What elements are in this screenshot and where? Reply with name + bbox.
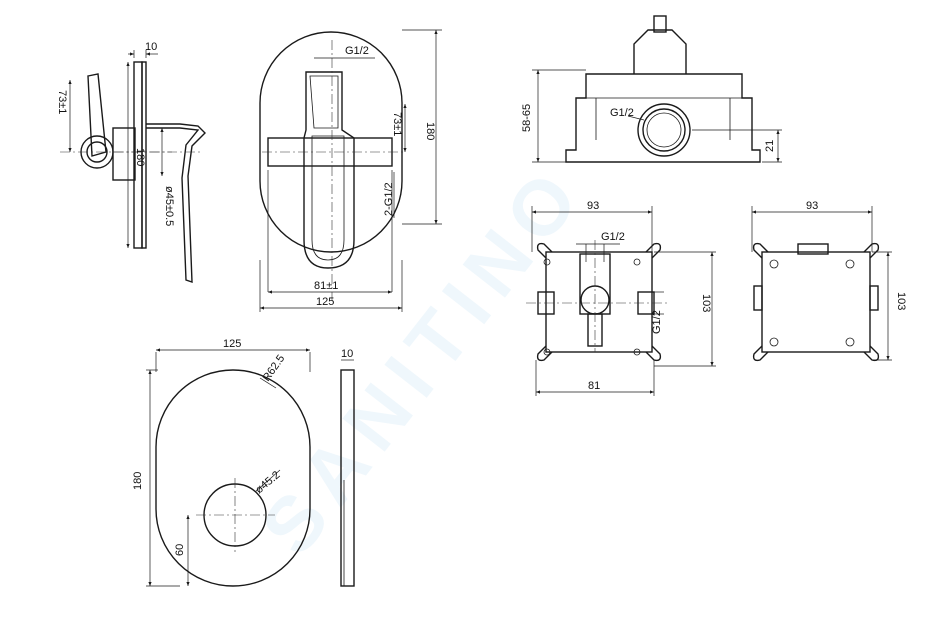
front-offset-label: 73±1 (391, 112, 403, 136)
side-height-label: 180 (134, 148, 146, 166)
box-back-view: 93 103 (751, 200, 907, 362)
front-width-label: 125 (316, 296, 334, 308)
front-spacing-label: 81±1 (314, 280, 338, 292)
plate-hole-offset-label: 60 (174, 544, 186, 556)
box-front-inner-label: 81 (588, 380, 600, 392)
box-depth-label: 58-65 (521, 104, 533, 132)
side-offset-label: 73±1 (56, 90, 68, 114)
box-back-width-label: 93 (806, 200, 818, 212)
box-front-height-label: 103 (700, 294, 712, 312)
box-back-height-label: 103 (895, 292, 907, 310)
box-front-thread-side-label: G1/2 (651, 310, 663, 334)
front-thread-label: G1/2 (345, 45, 369, 57)
front-height-label: 180 (424, 122, 436, 140)
plate-thickness-label: 10 (341, 348, 353, 360)
side-diameter-label: ø45±0.5 (163, 186, 175, 226)
box-side-view: 58-65 G1/2 21 (521, 15, 782, 163)
box-front-width-label: 93 (587, 200, 599, 212)
side-view: 10 73±1 180 ø45±0.5 (56, 41, 206, 283)
box-front-view: 93 G1/2 103 G1/2 81 (526, 200, 716, 396)
plate-height-label: 180 (132, 472, 144, 490)
plate-width-label: 125 (223, 338, 241, 350)
box-side-thread-label: G1/2 (610, 107, 634, 119)
watermark: SANITINO (244, 147, 602, 570)
box-offset-label: 21 (764, 140, 776, 152)
front-view: G1/2 73±1 180 2-G1/2 81±1 125 (259, 29, 442, 312)
front-thread-pair-label: 2-G1/2 (383, 182, 395, 216)
plate-radius-label: R62.5 (261, 353, 288, 384)
box-front-thread-top-label: G1/2 (601, 231, 625, 243)
side-width-label: 10 (145, 41, 157, 53)
